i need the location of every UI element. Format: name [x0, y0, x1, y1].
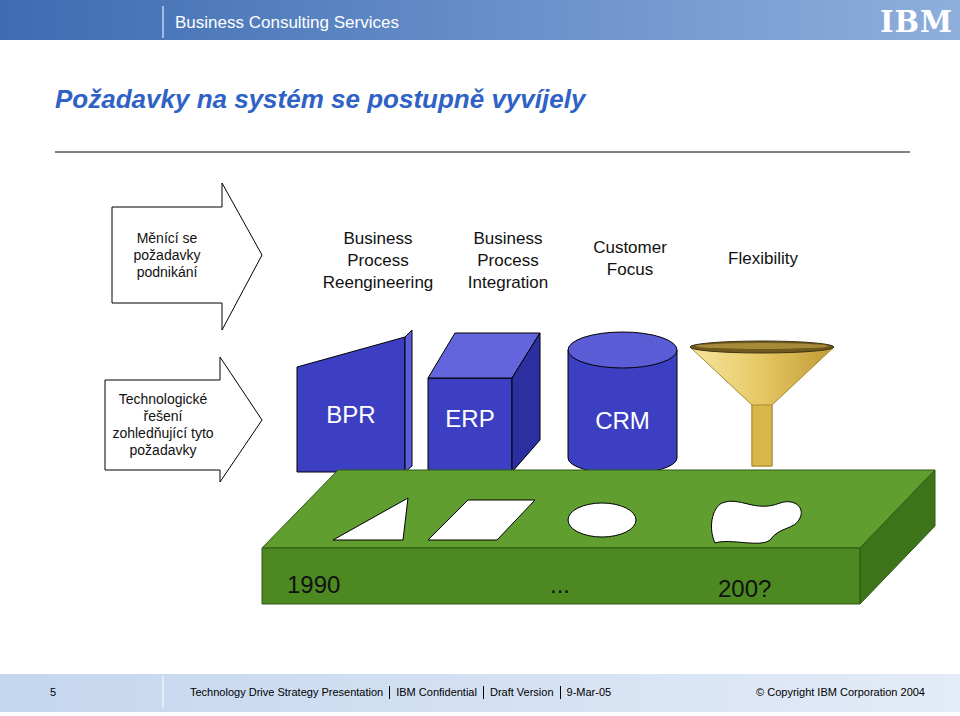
- node-text: 200?: [718, 574, 771, 603]
- footer-row: Technology Drive Strategy PresentationIB…: [184, 686, 617, 699]
- node-text: ...: [550, 570, 570, 599]
- requirement-label: Flexibility: [703, 248, 823, 270]
- requirement-label: Customer Focus: [575, 237, 685, 281]
- header-text: Business Consulting Services: [175, 12, 399, 34]
- footer-divider: [163, 676, 164, 708]
- footer-item: 9-Mar-05: [560, 686, 618, 699]
- node-text: ERP: [445, 404, 494, 433]
- node-text-box: ERP: [428, 378, 512, 458]
- footer-item: IBM Confidential: [389, 686, 483, 699]
- cylinder-shape-outline: [566, 330, 679, 476]
- node-text: Měnící se požadavky podnikání: [117, 230, 217, 281]
- box-shape: ERP: [426, 331, 542, 474]
- arrow-shape: Technologické řešení zohledňující tyto p…: [103, 355, 265, 485]
- board-shape-outline: [260, 468, 940, 608]
- node-text-box: Technologické řešení zohledňující tyto p…: [107, 380, 219, 470]
- box-shape-outline: [426, 331, 542, 474]
- node-text-box: ...: [530, 568, 590, 600]
- footer-item: Technology Drive Strategy Presentation: [184, 686, 389, 699]
- node-text-box: Měnící se požadavky podnikání: [114, 207, 220, 303]
- title-rule: [55, 152, 910, 153]
- prism-shape: BPR: [295, 328, 415, 474]
- node-text-box: 1990: [284, 568, 374, 600]
- page-number: 5: [50, 686, 56, 699]
- footer-item: Draft Version: [483, 686, 560, 699]
- node-text-box: CRM: [568, 375, 677, 465]
- node-text-box: BPR: [297, 368, 405, 460]
- cylinder-shape: CRM: [566, 330, 679, 476]
- requirement-label: Business Process Reengineering: [318, 228, 438, 294]
- copyright-text: © Copyright IBM Corporation 2004: [756, 686, 925, 699]
- arrow-shape: Měnící se požadavky podnikání: [110, 182, 265, 332]
- arrow-shape-outline: [103, 355, 265, 485]
- requirement-label: Business Process Integration: [448, 228, 568, 294]
- header-bar: [0, 0, 960, 40]
- node-text: 1990: [287, 570, 340, 599]
- funnel-illustration: [690, 341, 834, 466]
- node-text: BPR: [326, 400, 375, 429]
- board-shape: 1990... 200?: [260, 468, 940, 608]
- header-divider: [163, 6, 164, 38]
- logo-text: IBM: [880, 3, 953, 41]
- slide-title: Požadavky na systém se postupně vyvíjely: [55, 84, 585, 115]
- node-text-box: 200?: [715, 572, 805, 604]
- node-text: CRM: [595, 406, 650, 435]
- footer-bar: [0, 674, 960, 712]
- node-text: Technologické řešení zohledňující tyto p…: [110, 391, 216, 459]
